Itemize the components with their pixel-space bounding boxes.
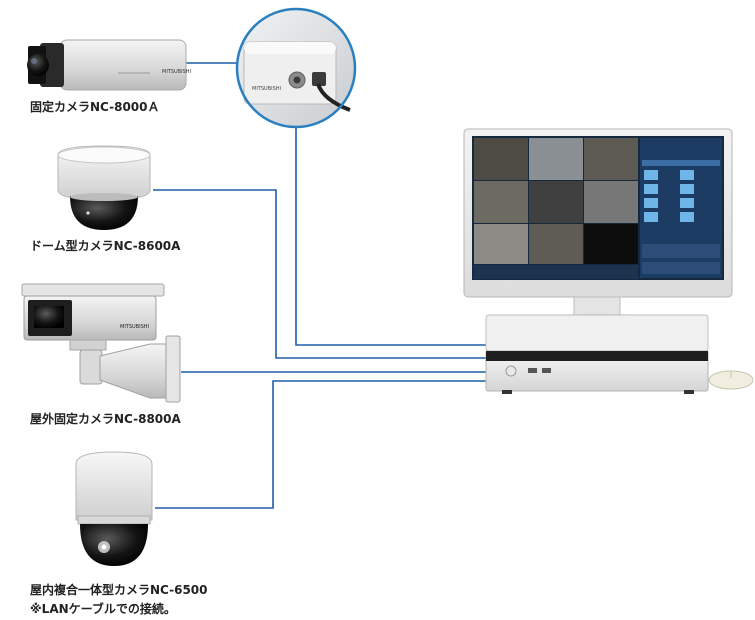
dome-camera-icon — [57, 145, 151, 230]
ptz-camera-icon — [75, 451, 153, 566]
control-panel — [640, 138, 722, 278]
camera-label-dome: ドーム型カメラNC-8600A — [30, 239, 181, 253]
cable-dome-camera — [153, 189, 496, 359]
camera-brand-logo: MITSUBISHI — [162, 69, 191, 75]
cable-ptz-camera — [155, 380, 496, 509]
pc-unit-icon — [485, 314, 709, 394]
lan-cable-note: ※LANケーブルでの接続。 — [30, 602, 176, 616]
video-grid — [474, 138, 638, 279]
outdoor-housing-camera-icon: MITSUBISHI — [21, 283, 181, 403]
camera-label-ptz: 屋内複合一体型カメラNC-6500 — [30, 583, 208, 597]
mouse-icon — [708, 370, 754, 390]
monitor-icon — [463, 128, 733, 322]
outdoor-brand-logo: MITSUBISHI — [120, 324, 149, 330]
camera-label-fixed: 固定カメラNC-8000Ａ — [30, 100, 160, 114]
zoom-brand-logo: MITSUBISHI — [252, 86, 281, 92]
cable-zoom-to-pc — [295, 128, 496, 346]
box-camera-icon: MITSUBISHI — [27, 39, 191, 91]
camera-label-outdoor: 屋外固定カメラNC-8800A — [30, 412, 181, 426]
connector-zoom-icon: MITSUBISHI — [235, 7, 357, 129]
lan-cables — [153, 62, 496, 509]
